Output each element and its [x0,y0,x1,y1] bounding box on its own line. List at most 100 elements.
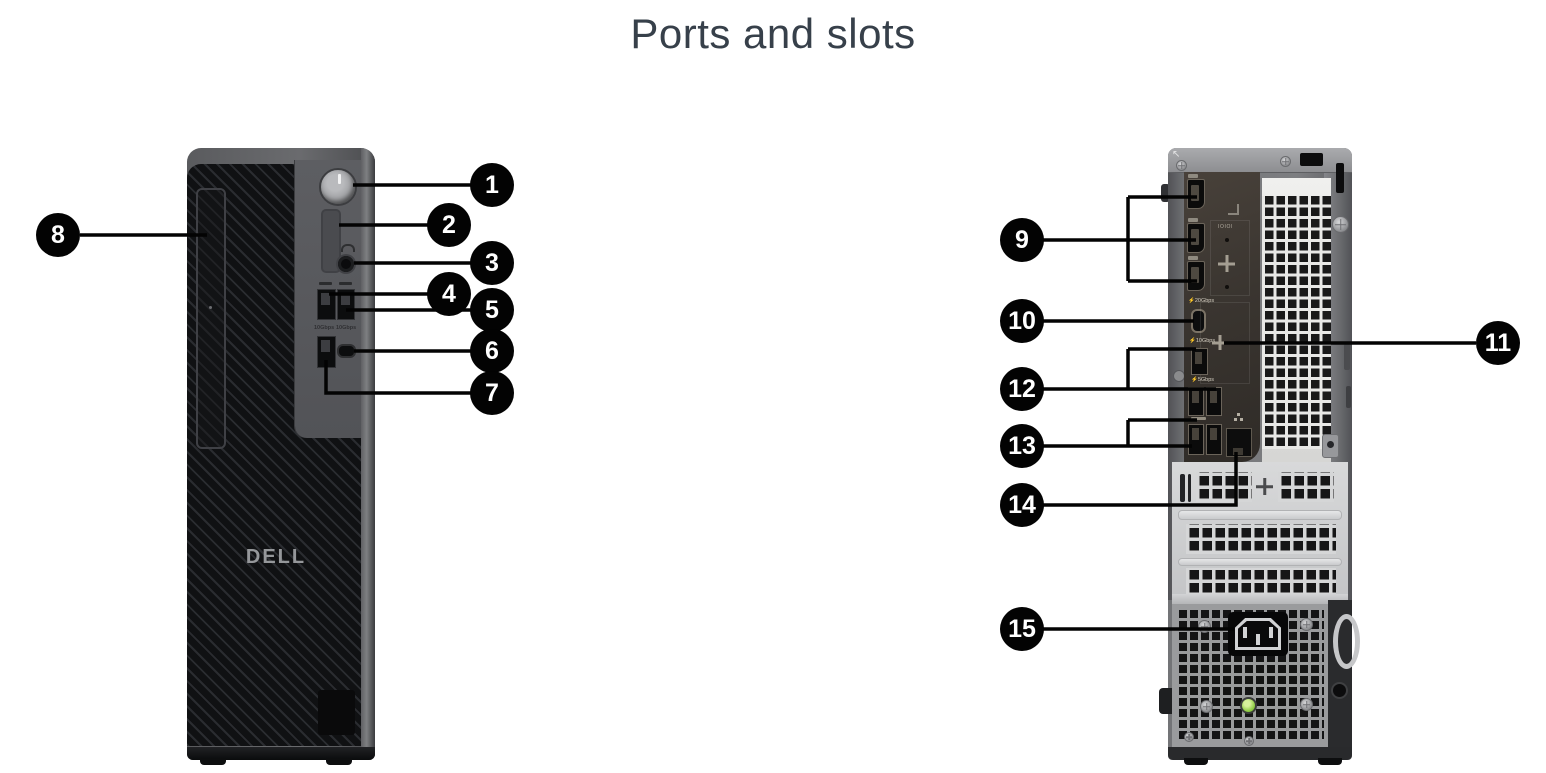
back-foot [1318,758,1342,765]
power-supply-unit [1172,604,1328,750]
security-slot [1336,163,1344,193]
side-tab [1344,344,1350,370]
port-speed-label: 10Gbps [314,325,335,331]
displayport-label [1188,218,1198,222]
slot-vent [1186,524,1336,554]
power-pin [1243,627,1247,638]
slot-bracket-bar [1180,474,1185,502]
chassis-screw [1332,216,1349,233]
usb-a-5g-port-1 [1188,387,1204,416]
port-speed-label: ⚡10Gbps [1189,338,1216,344]
vent-holes [1262,196,1331,449]
power-connector-port [1228,612,1288,656]
psu-screw [1184,732,1194,742]
callout-badge-3: 3 [470,241,514,285]
release-latch-arrow-icon: ↖ [1172,149,1181,160]
displayport-2 [1187,223,1205,253]
usb-a-5g-port-2 [1206,387,1222,416]
back-tower-base [1168,747,1352,760]
callout-badge-7: 7 [470,371,514,415]
power-pin [1256,634,1260,645]
callout-badge-15: 15 [1000,607,1044,651]
power-pin [1269,627,1273,638]
psu-screw [1244,736,1254,746]
alignment-mark [1228,204,1239,215]
side-latch-nub [1161,184,1170,202]
psu-screw [1300,618,1313,631]
callout-badge-12: 12 [1000,367,1044,411]
front-foot [326,758,352,765]
power-icon [338,174,341,184]
serial-option-outline [1210,220,1250,296]
usb-2-port-2 [1206,424,1222,455]
padlock-ring [1322,434,1339,458]
displayport-3 [1187,261,1205,291]
back-view-tower: ↖ IOIOI ⚡20Gbps ⚡10Gbps [1159,148,1360,760]
callout-badge-2: 2 [427,203,471,247]
slot-divider [1178,510,1342,520]
screw-icon [1176,160,1187,171]
dell-logo: DELL [245,546,307,568]
knockout-dot [1225,238,1229,242]
usb-2-port-1 [1188,424,1204,455]
usb2-icon [1191,417,1206,420]
slot-vent [1196,472,1252,502]
usb-a-port-front-3 [317,336,336,368]
front-port-panel: 10Gbps 10Gbps [295,160,361,438]
screw-icon [1280,156,1291,167]
headset-icon [341,244,355,252]
back-foot [1184,758,1208,765]
side-tab [1346,386,1351,408]
callout-badge-5: 5 [470,288,514,332]
callout-badge-6: 6 [470,329,514,373]
usb-a-port-front-2 [337,289,355,320]
optical-drive-bay [196,188,226,449]
expansion-slot-area [1172,462,1348,607]
slot-divider [1178,558,1342,566]
psu-screw [1200,700,1213,713]
knockout-dot [1225,285,1229,289]
callout-badge-13: 13 [1000,424,1044,468]
callout-badge-8: 8 [36,213,80,257]
rear-vent-panel [1262,178,1331,470]
knockout-cross [1218,255,1235,272]
displayport-label [1188,174,1198,178]
rear-handle-column [1328,600,1360,750]
displayport-label [1188,256,1198,260]
back-top-band: ↖ [1168,148,1352,193]
psu-screw [1198,620,1211,633]
thumbscrew [1331,682,1348,699]
optical-drive-eject-dot [209,306,212,309]
usb-a-10g-port [1191,348,1208,375]
callout-badge-11: 11 [1476,321,1520,365]
slot-bracket-bar [1188,474,1191,502]
ethernet-port [1226,428,1252,457]
psu-screw [1300,698,1313,711]
page-title: Ports and slots [630,10,916,57]
power-button [319,168,357,206]
port-speed-label: ⚡5Gbps [1191,377,1215,383]
front-view-tower: 10Gbps 10Gbps DELL [187,148,375,760]
callout-badge-14: 14 [1000,483,1044,527]
usb-icon [319,282,332,285]
front-foot [200,758,226,765]
front-tower-base [187,747,375,760]
slot-vent [1278,472,1334,502]
cable-cover-knockout [1300,153,1323,166]
network-icon [1234,418,1237,421]
padlock-hole [1327,441,1334,448]
usb-powershare-icon [339,282,352,285]
port-speed-label: ⚡20Gbps [1188,298,1215,304]
displayport-1 [1187,179,1205,209]
callout-badge-1: 1 [470,163,514,207]
psu-flange [1172,594,1348,604]
psu-diagnostic-led [1240,697,1257,714]
front-tower-side-edge [361,148,375,760]
callout-badge-4: 4 [427,272,471,316]
serial-port-marking: IOIOI [1218,224,1233,230]
port-speed-label: 10Gbps [336,325,357,331]
callout-badge-10: 10 [1000,299,1044,343]
rear-io-panel: IOIOI ⚡20Gbps ⚡10Gbps ⚡5Gbps [1184,172,1260,462]
usb-a-port-front-1 [317,289,336,320]
